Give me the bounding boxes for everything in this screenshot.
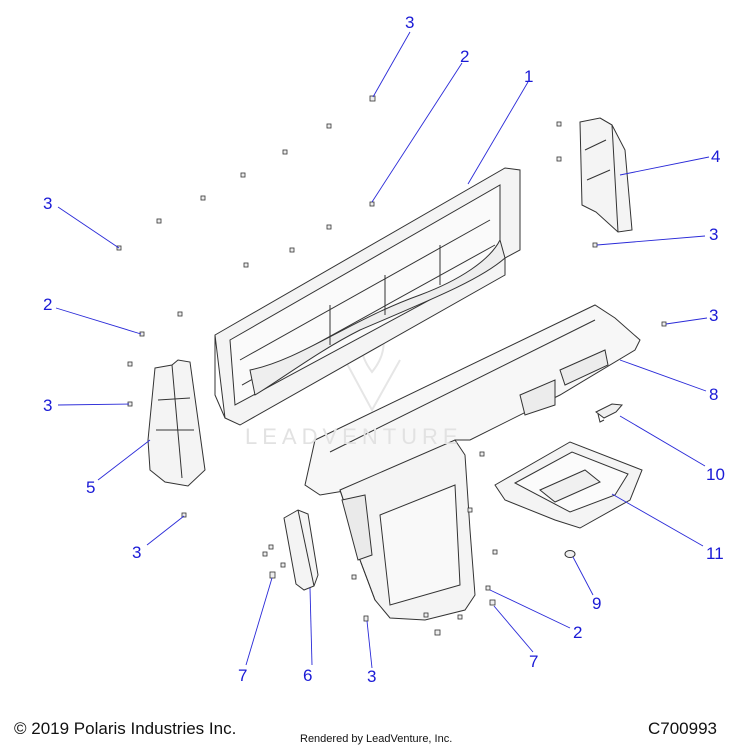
part-8-floor-panel [304,304,641,496]
leader-9 [572,556,594,596]
rendered-by-text: Rendered by LeadVenture, Inc. [300,733,453,745]
leader-1 [467,81,529,185]
leader-3-left-upper [57,206,120,249]
callout-9[interactable]: 9 [592,594,602,613]
leader-11 [611,493,704,547]
leader-4 [619,156,710,176]
leader-10 [619,415,706,467]
callout-7-right[interactable]: 7 [529,652,539,671]
leader-2-lower-right [489,589,571,629]
fastener-group [116,95,667,636]
callout-4[interactable]: 4 [711,147,721,166]
leader-3-bottom [366,620,373,669]
callout-1[interactable]: 1 [524,67,534,86]
leader-2-left [55,307,142,335]
part-6-pad [283,509,319,591]
leader-3-left-lower [57,403,130,406]
leader-5 [97,439,151,481]
fastener-mid-row [243,201,375,268]
callout-3-left-lower[interactable]: 3 [43,396,53,415]
part-5-left-corner-panel [147,359,206,487]
callout-8[interactable]: 8 [709,385,719,404]
part-8-storage-bin [339,439,476,621]
leader-3-right-lower [665,317,708,325]
callout-10[interactable]: 10 [706,465,725,484]
leader-2-top [371,62,463,203]
callout-3-lower-left[interactable]: 3 [132,543,142,562]
callout-7-left[interactable]: 7 [238,666,248,685]
watermark-text: LEADVENTURE [245,424,463,449]
leader-3-top [372,31,411,98]
part-11-tray [494,441,643,529]
callout-3-right-lower[interactable]: 3 [709,306,719,325]
callout-6[interactable]: 6 [303,666,313,685]
leader-3-lower-left [146,515,185,546]
callout-3-right-upper[interactable]: 3 [709,225,719,244]
callout-2-left[interactable]: 2 [43,295,53,314]
diagram-code: C700993 [648,719,718,738]
copyright-text: © 2019 Polaris Industries Inc. [14,719,237,738]
part-10-bracket [595,403,624,423]
part-9-grommet [564,550,576,558]
leader-8 [619,359,707,392]
callout-5[interactable]: 5 [86,478,96,497]
fastener-3-top [369,95,376,102]
callout-3-bottom[interactable]: 3 [367,667,377,686]
callout-2-top[interactable]: 2 [460,47,470,66]
part-4-right-corner-panel [579,117,633,233]
part-1-rear-panel [214,167,521,426]
leader-3-right-upper [596,235,706,246]
fastener-lower [181,451,498,636]
callout-3-top[interactable]: 3 [405,13,415,32]
fastener-top-row [116,123,332,251]
callout-11[interactable]: 11 [706,544,724,563]
callout-2-lower-right[interactable]: 2 [573,623,583,642]
leader-lines [55,31,710,669]
callout-3-left-upper[interactable]: 3 [43,194,53,213]
leader-7-right [493,605,534,653]
leader-6 [309,587,313,666]
leader-7-left [245,577,273,666]
